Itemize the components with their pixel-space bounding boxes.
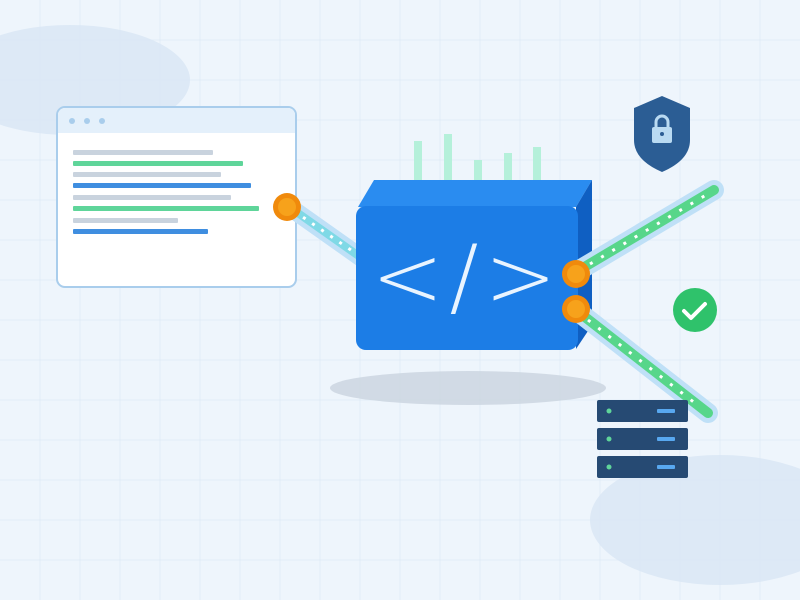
code-chip-icon: </> — [356, 134, 592, 350]
browser-window-dot — [69, 118, 75, 124]
server-unit — [597, 428, 688, 450]
server-stack-icon — [597, 400, 688, 478]
code-line — [73, 218, 178, 223]
browser-window-dot — [99, 118, 105, 124]
code-line — [73, 206, 259, 211]
code-line — [73, 183, 251, 188]
signal-bar — [533, 147, 541, 196]
code-line — [73, 172, 221, 177]
connector-chip-to-shield — [566, 180, 724, 282]
connection-node-chip-lower — [562, 295, 590, 323]
chip-shadow — [330, 371, 606, 405]
checkmark-circle-icon — [673, 288, 717, 332]
signal-bar — [474, 160, 482, 196]
server-unit — [597, 400, 688, 422]
signal-bar — [504, 153, 512, 196]
signal-bar — [444, 134, 452, 196]
connector-chip-to-server — [566, 300, 718, 423]
chip-top-face — [358, 180, 592, 207]
connection-node-chip-upper — [562, 260, 590, 288]
code-line — [73, 229, 208, 234]
browser-window-icon — [56, 106, 297, 288]
server-unit — [597, 456, 688, 478]
code-symbol-icon: </> — [371, 227, 562, 327]
signal-bar — [414, 141, 422, 196]
browser-window-dot — [84, 118, 90, 124]
connection-node-browser — [273, 193, 301, 221]
chip-front-face — [356, 206, 578, 350]
shield-lock-icon — [634, 96, 690, 172]
browser-window-titlebar — [58, 108, 295, 133]
code-line — [73, 195, 231, 200]
code-line — [73, 150, 213, 155]
code-line — [73, 161, 243, 166]
